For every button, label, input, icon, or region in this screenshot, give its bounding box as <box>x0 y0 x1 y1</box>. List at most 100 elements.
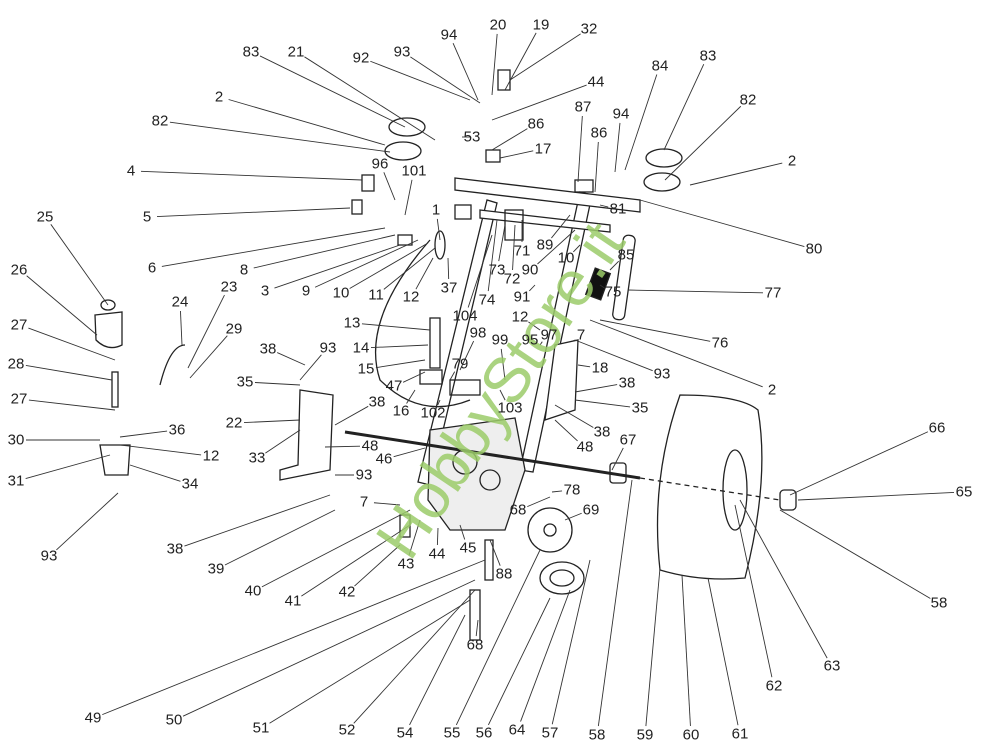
leader-line <box>459 340 475 371</box>
part-number-label: 83 <box>699 47 717 65</box>
part-number-label: 38 <box>166 540 184 558</box>
part-number-label: 7 <box>576 326 586 344</box>
leader-line <box>599 204 609 208</box>
part-number-label: 2 <box>214 88 224 106</box>
leader-line <box>528 321 541 331</box>
leader-line <box>274 244 401 289</box>
leader-line <box>594 141 599 193</box>
part-number-label: 64 <box>508 721 526 739</box>
part-number-label: 49 <box>84 709 102 727</box>
part-number-label: 58 <box>588 726 606 744</box>
grip-right-1 <box>645 148 683 168</box>
part-number-label: 45 <box>459 539 477 557</box>
leader-line <box>28 327 116 361</box>
part-number-label: 26 <box>10 261 28 279</box>
right-bracket <box>544 339 579 421</box>
leader-line <box>402 371 426 383</box>
part-number-label: 103 <box>497 399 523 417</box>
leader-line <box>609 260 620 271</box>
leader-line <box>491 84 587 121</box>
leader-line <box>487 597 551 726</box>
part-number-label: 24 <box>171 293 189 311</box>
part-number-label: 63 <box>823 657 841 675</box>
part-number-label: 40 <box>244 582 262 600</box>
part-number-label: 86 <box>527 115 545 133</box>
leader-line <box>349 242 429 289</box>
part-number-label: 12 <box>402 288 420 306</box>
leader-line <box>436 527 439 546</box>
leader-line <box>228 99 386 146</box>
part-number-label: 10 <box>557 249 575 267</box>
leader-line <box>25 454 111 480</box>
part-number-label: 82 <box>739 91 757 109</box>
leader-line <box>739 499 828 659</box>
part-number-label: 32 <box>580 20 598 38</box>
leader-line <box>415 257 434 290</box>
part-number-label: 67 <box>619 431 637 449</box>
part-number-label: 69 <box>582 501 600 519</box>
leader-line <box>681 574 691 727</box>
leader-line <box>599 284 605 289</box>
grip-right-2 <box>643 172 681 192</box>
part-number-label: 73 <box>488 261 506 279</box>
leader-line <box>500 348 506 381</box>
part-number-label: 97 <box>540 326 558 344</box>
leader-line <box>519 343 522 346</box>
part-number-label: 99 <box>491 331 509 349</box>
part-number-label: 28 <box>7 355 25 373</box>
leader-line <box>265 429 301 454</box>
part-number-label: 27 <box>10 316 28 334</box>
part-number-label: 56 <box>475 724 493 742</box>
part-number-label: 51 <box>252 719 270 737</box>
part-number-label: 29 <box>225 320 243 338</box>
part-number-label: 38 <box>259 340 277 358</box>
part-number-label: 42 <box>338 583 356 601</box>
leader-line <box>334 405 369 426</box>
part-number-label: 78 <box>563 481 581 499</box>
leader-line <box>119 430 168 438</box>
leader-line <box>299 354 322 381</box>
leader-line <box>353 589 476 724</box>
part-number-label: 19 <box>532 16 550 34</box>
leader-line <box>663 63 705 151</box>
leader-line <box>574 399 631 408</box>
leader-line <box>512 224 516 271</box>
part-number-label: 82 <box>151 112 169 130</box>
part-number-label: 10 <box>332 284 350 302</box>
part-number-label: 9 <box>301 282 311 300</box>
leader-line <box>707 577 739 726</box>
leader-line <box>119 444 202 456</box>
leader-line <box>383 247 436 290</box>
grip-left-1 <box>388 117 426 137</box>
cover <box>94 311 123 349</box>
part-number-label: 58 <box>930 594 948 612</box>
leader-line <box>156 207 351 218</box>
part-number-label: 23 <box>220 278 238 296</box>
part-number-label: 71 <box>513 242 531 260</box>
leader-line <box>624 74 658 171</box>
leader-line <box>301 524 411 597</box>
pulley <box>539 561 585 595</box>
part-number-label: 50 <box>165 711 183 729</box>
leader-line <box>529 284 536 292</box>
part-number-label: 93 <box>319 339 337 357</box>
small-bracket <box>99 444 131 476</box>
leader-line <box>509 33 581 81</box>
leader-line <box>797 491 955 501</box>
part-number-label: 92 <box>352 49 370 67</box>
leader-line <box>499 389 506 401</box>
part-number-label: 47 <box>385 377 403 395</box>
leader-line <box>499 150 534 159</box>
grip-left-2 <box>384 141 422 161</box>
leader-line <box>554 404 594 428</box>
part-number-label: 21 <box>287 43 305 61</box>
part-number-label: 98 <box>469 324 487 342</box>
leader-line <box>140 170 363 181</box>
part-number-label: 38 <box>368 393 386 411</box>
part-number-label: 93 <box>653 365 671 383</box>
leader-line <box>520 589 571 722</box>
part-number-label: 44 <box>428 545 446 563</box>
part-number-label: 65 <box>955 483 973 501</box>
leader-line <box>375 359 426 369</box>
leader-line <box>182 579 476 717</box>
